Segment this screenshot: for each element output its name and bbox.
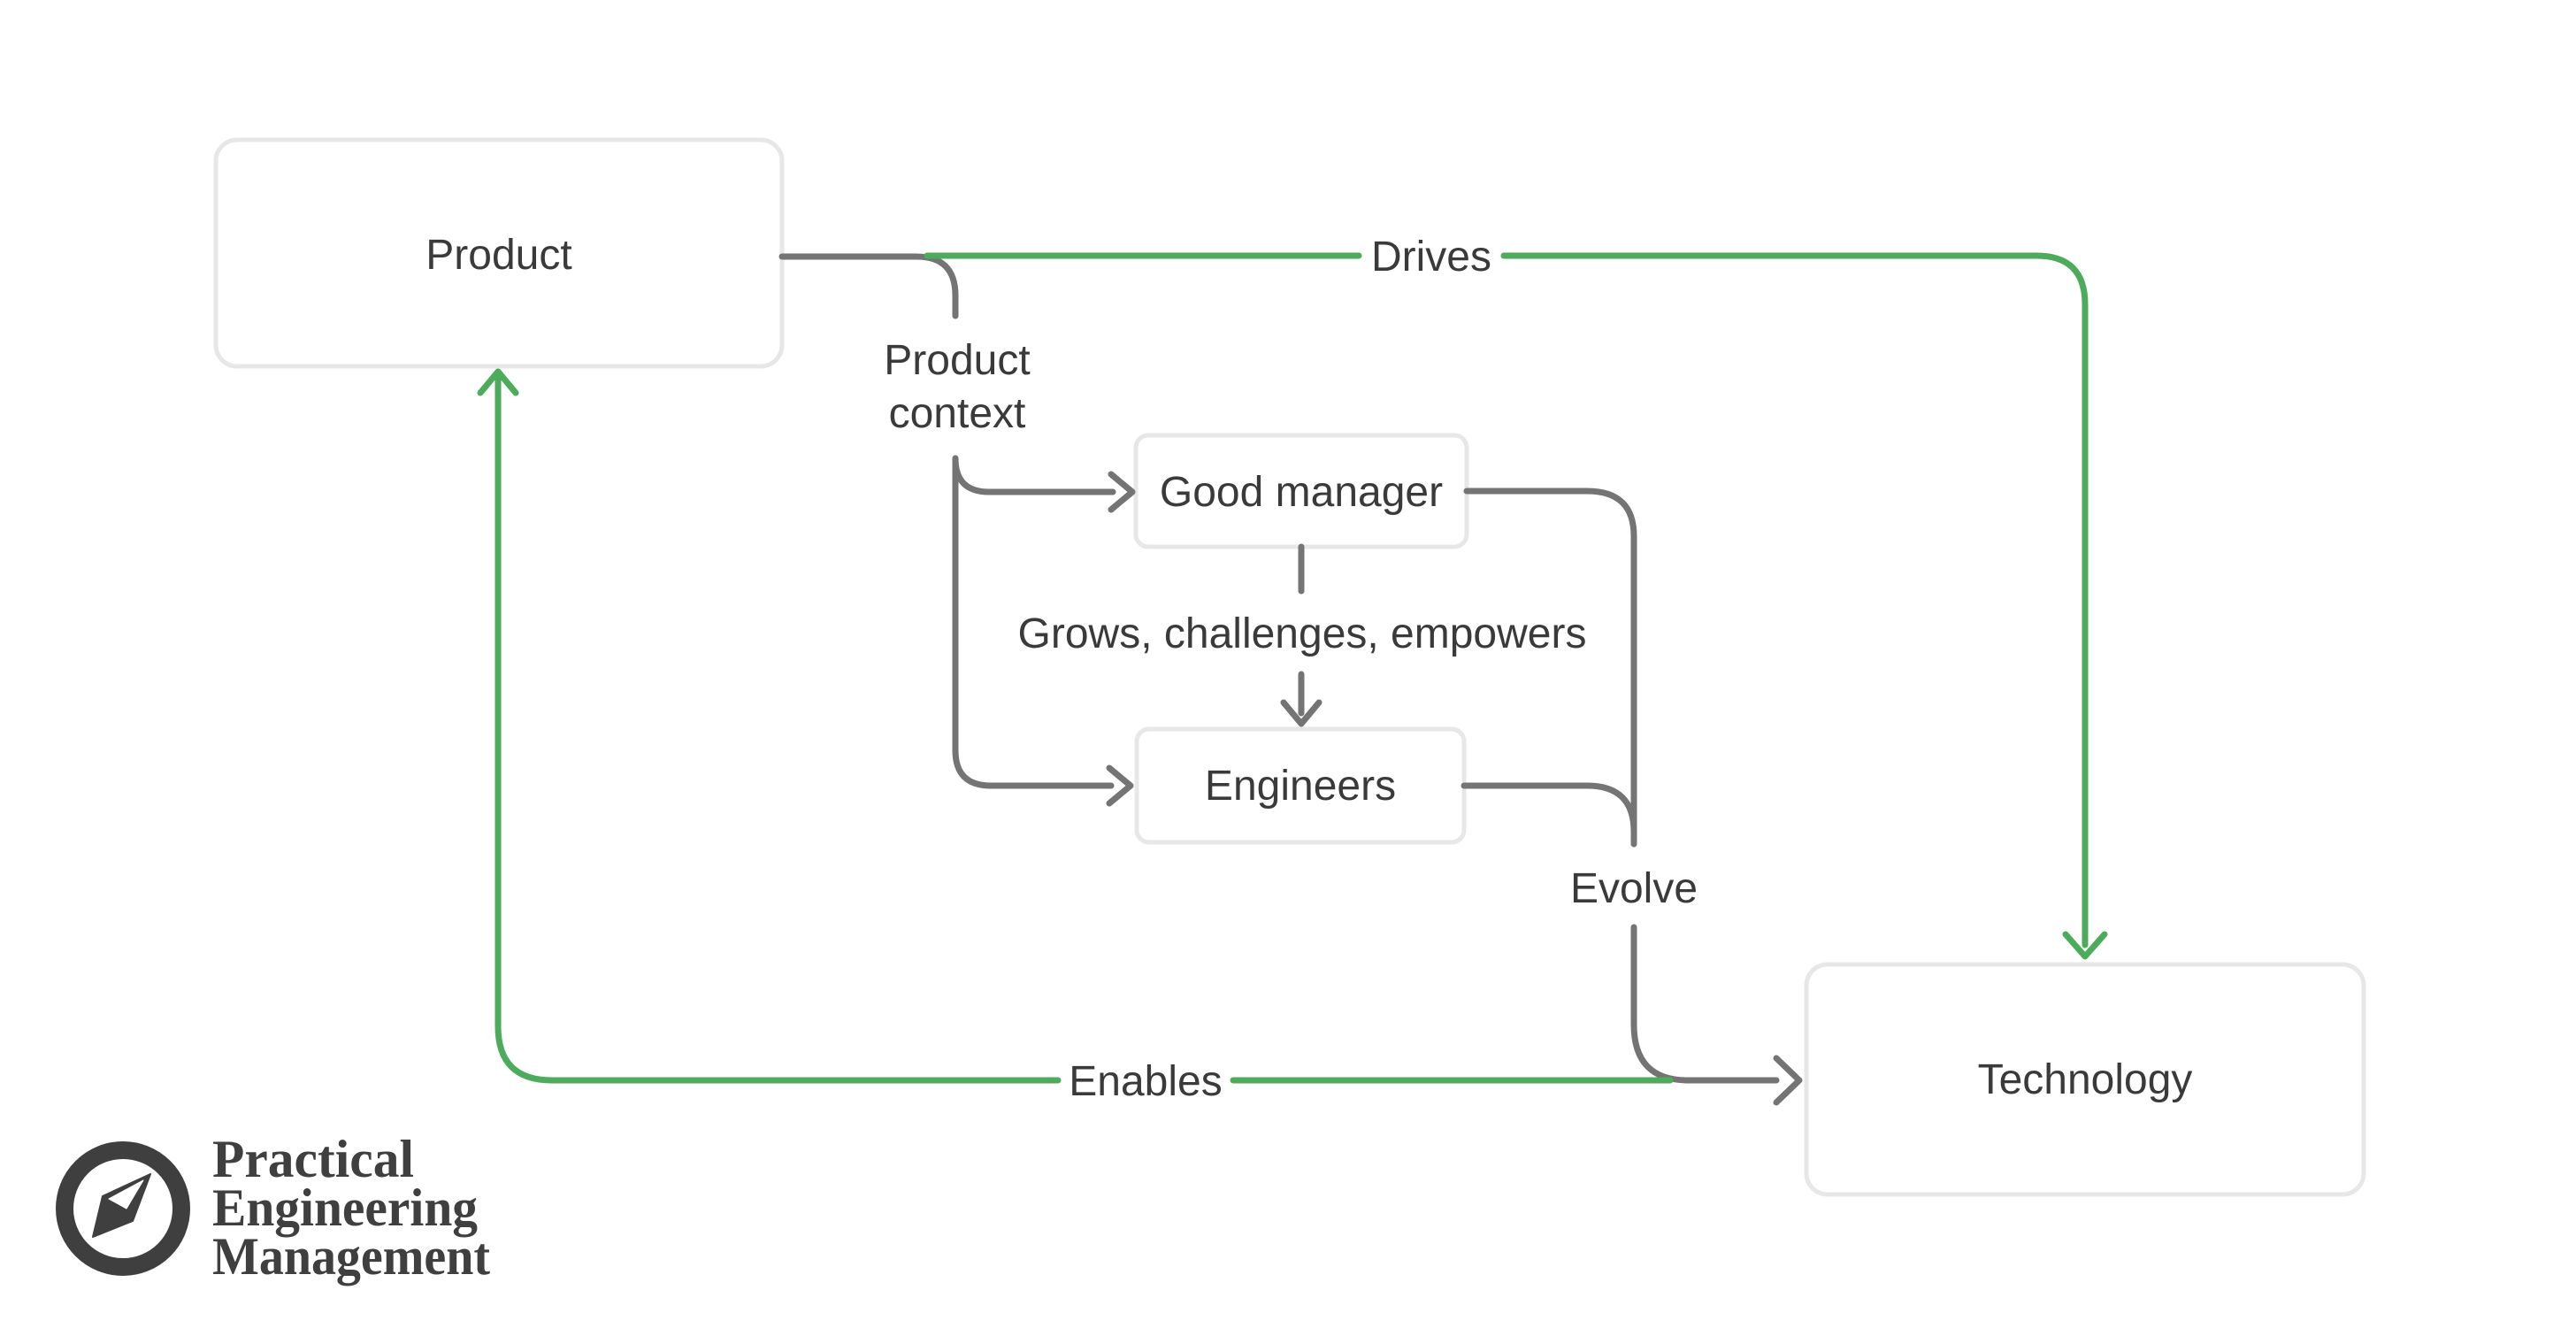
edge-product-context-label-line1: Product: [884, 337, 1030, 384]
context-to-manager-arrowhead: [1108, 471, 1136, 513]
node-product-box: [213, 137, 785, 369]
node-good-manager-label: Good manager: [1160, 469, 1443, 516]
edge-grows-label: Grows, challenges, empowers: [1018, 610, 1587, 657]
context-to-engineers-arrowhead: [1106, 764, 1134, 807]
logo-text-line1: Practical: [212, 1130, 414, 1188]
evolve-from-engineers-line: [1460, 782, 1637, 835]
manager-to-engineers-arrowhead: [1280, 699, 1322, 727]
context-to-engineers-line: [952, 455, 1115, 789]
drives-line-right: [1500, 252, 2089, 948]
logo: Practical Engineering Management: [56, 1130, 490, 1286]
edge-evolve-label: Evolve: [1570, 865, 1698, 912]
product-context-stub-line: [778, 253, 959, 319]
node-technology-label: Technology: [1978, 1056, 2193, 1103]
evolve-to-technology-line: [1630, 924, 1780, 1084]
logo-text-line2: Engineering: [212, 1179, 478, 1237]
node-engineers-label: Engineers: [1205, 763, 1396, 810]
edge-drives-label: Drives: [1371, 234, 1491, 280]
gray-connectors: [778, 253, 1803, 1106]
drives-arrowhead: [2062, 931, 2108, 960]
green-connectors: [477, 252, 2108, 1084]
evolve-to-technology-arrowhead: [1773, 1055, 1803, 1106]
enables-arrowhead: [477, 368, 519, 396]
compass-needle-highlight: [108, 1179, 144, 1209]
context-to-manager-line: [952, 455, 1116, 495]
evolve-from-manager-line: [1463, 488, 1637, 848]
enables-line-left: [494, 375, 1062, 1084]
node-technology-box: [1804, 962, 2366, 1197]
node-product-label: Product: [426, 232, 571, 279]
edge-enables-label: Enables: [1069, 1058, 1222, 1105]
logo-text-line3: Management: [212, 1227, 490, 1286]
labels: Product Good manager Engineers Technolog…: [426, 232, 2192, 1105]
edge-product-context-label-line2: context: [889, 390, 1026, 437]
nodes: [213, 137, 2366, 1197]
